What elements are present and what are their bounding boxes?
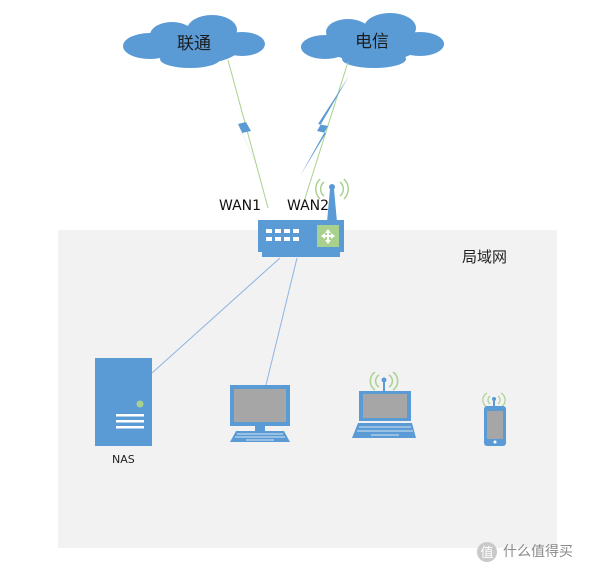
- svg-text:值: 值: [480, 545, 493, 561]
- wan2-line: [301, 61, 349, 209]
- nas-server-icon: [95, 358, 152, 446]
- lightning-bolt-wan1: [219, 74, 262, 176]
- lan-label: 局域网: [462, 248, 508, 266]
- watermark-text: 什么值得买: [503, 544, 573, 560]
- link-router-nas: [151, 257, 281, 374]
- nas-label: NAS: [112, 453, 135, 466]
- watermark-logo-icon: 值: [477, 542, 497, 562]
- lightning-bolt-wan2: [300, 76, 349, 176]
- laptop-icon: [352, 371, 416, 438]
- wan1-line: [227, 59, 269, 209]
- isp-cloud-dianxin: [301, 13, 444, 68]
- wan2-label: WAN2: [287, 198, 330, 214]
- desktop-computer-icon: [230, 385, 290, 442]
- router-icon: [258, 178, 349, 257]
- isp-cloud-liantong: [123, 15, 265, 68]
- wan1-label: WAN1: [219, 198, 262, 214]
- isp-label-liantong: 联通: [177, 34, 211, 54]
- isp-label-dianxin: 电信: [355, 32, 389, 52]
- link-router-desktop: [265, 257, 298, 386]
- mobile-phone-icon: [482, 392, 506, 446]
